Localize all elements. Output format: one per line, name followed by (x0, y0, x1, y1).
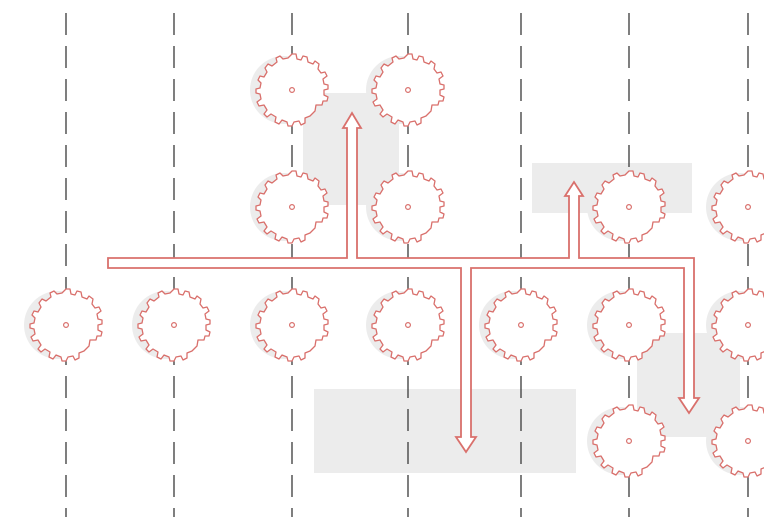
cog-icon (137, 288, 211, 362)
cog-icon (371, 288, 445, 362)
pipe-manifold (107, 111, 701, 454)
cog-icon (255, 170, 329, 244)
cog-icon (592, 404, 666, 478)
cog-icon (371, 53, 445, 127)
cog-icon (371, 170, 445, 244)
zone-lower-center (314, 389, 576, 473)
pipe-network (107, 111, 701, 454)
cog-icon (29, 288, 103, 362)
cog-icon (255, 288, 329, 362)
cog-icon (484, 288, 558, 362)
cog-icon (592, 170, 666, 244)
